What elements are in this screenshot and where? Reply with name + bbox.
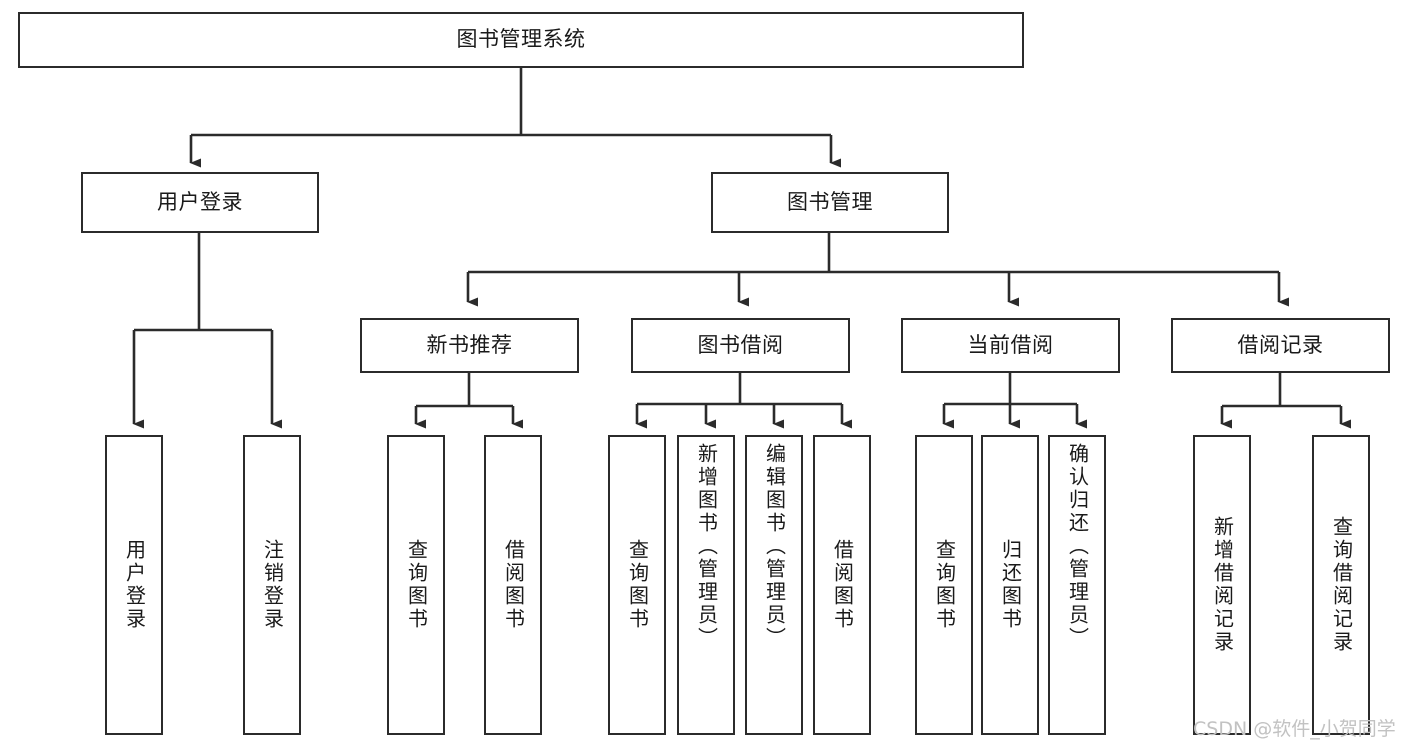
node-current-borrow[interactable]: 当前借阅 <box>901 318 1120 373</box>
node-label: 图书管理系统 <box>456 27 586 52</box>
node-label: 图书借阅 <box>697 332 784 357</box>
node-label: 图书管理 <box>787 189 873 214</box>
leaf-query-borrow-record[interactable]: 查询借阅记录 <box>1312 435 1370 735</box>
node-label: 注销登录 <box>260 539 285 631</box>
leaf-user-login[interactable]: 用户登录 <box>105 435 163 735</box>
node-label: 当前借阅 <box>967 332 1054 357</box>
node-label: 查询图书 <box>625 539 650 631</box>
leaf-query-book-borrow[interactable]: 查询图书 <box>608 435 666 735</box>
leaf-borrow-book-recommend[interactable]: 借阅图书 <box>484 435 542 735</box>
leaf-query-book-recommend[interactable]: 查询图书 <box>387 435 445 735</box>
node-label: 编辑图书（管理员） <box>762 443 787 650</box>
node-label: 新增图书（管理员） <box>694 443 719 650</box>
node-label: 查询图书 <box>404 539 429 631</box>
node-label: 用户登录 <box>157 189 243 214</box>
leaf-return-book[interactable]: 归还图书 <box>981 435 1039 735</box>
node-root-book-management-system[interactable]: 图书管理系统 <box>18 12 1024 68</box>
node-label: 借阅图书 <box>501 539 526 631</box>
csdn-watermark: CSDN @软件_小贺同学 <box>1193 718 1396 740</box>
leaf-add-book-admin[interactable]: 新增图书（管理员） <box>677 435 735 735</box>
leaf-add-borrow-record[interactable]: 新增借阅记录 <box>1193 435 1251 735</box>
leaf-logout[interactable]: 注销登录 <box>243 435 301 735</box>
node-label: 查询图书 <box>932 539 957 631</box>
node-user-login[interactable]: 用户登录 <box>81 172 319 233</box>
node-book-borrow[interactable]: 图书借阅 <box>631 318 850 373</box>
node-label: 确认归还（管理员） <box>1065 443 1090 650</box>
leaf-edit-book-admin[interactable]: 编辑图书（管理员） <box>745 435 803 735</box>
node-label: 借阅记录 <box>1237 332 1324 357</box>
node-label: 借阅图书 <box>830 539 855 631</box>
node-book-management[interactable]: 图书管理 <box>711 172 949 233</box>
leaf-borrow-book[interactable]: 借阅图书 <box>813 435 871 735</box>
node-label: 新增借阅记录 <box>1210 516 1235 654</box>
node-label: 查询借阅记录 <box>1329 516 1354 654</box>
node-label: 用户登录 <box>122 539 147 631</box>
leaf-query-book-current[interactable]: 查询图书 <box>915 435 973 735</box>
node-new-book-recommend[interactable]: 新书推荐 <box>360 318 579 373</box>
node-label: 新书推荐 <box>426 332 513 357</box>
node-label: 归还图书 <box>998 539 1023 631</box>
leaf-confirm-return-admin[interactable]: 确认归还（管理员） <box>1048 435 1106 735</box>
node-borrow-records[interactable]: 借阅记录 <box>1171 318 1390 373</box>
